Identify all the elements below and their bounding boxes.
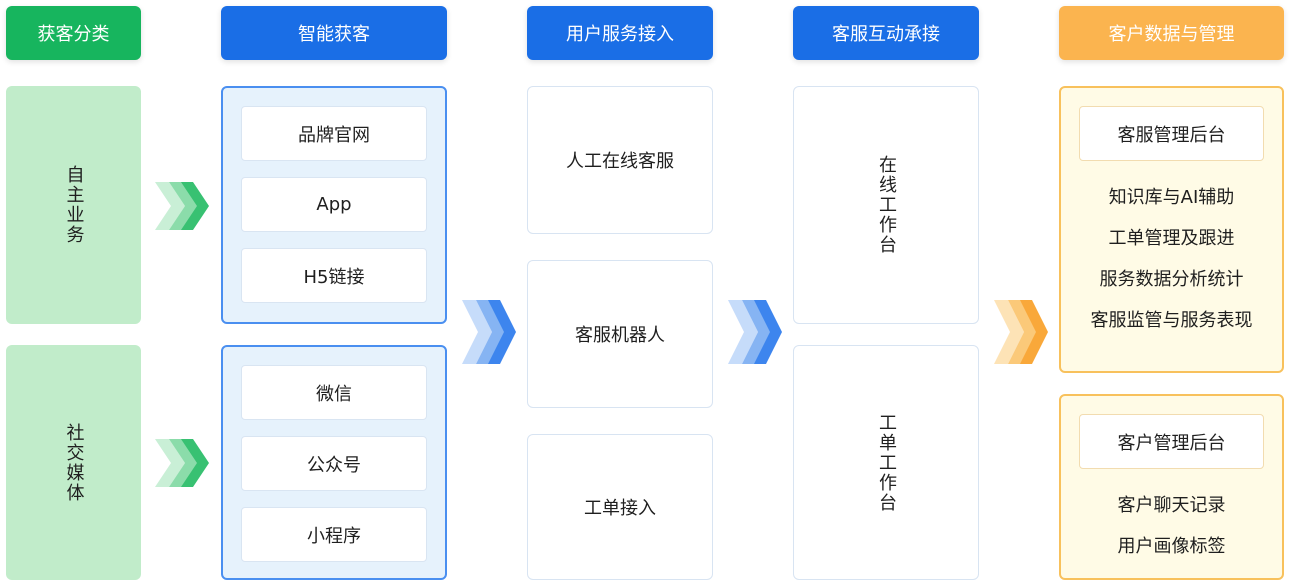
acquisition-item-official-account: 公众号 bbox=[241, 436, 427, 491]
access-card-human-agent: 人工在线客服 bbox=[527, 86, 713, 234]
customer-admin-item-chat-log: 客户聊天记录 bbox=[1117, 495, 1226, 516]
service-admin-item-analytics: 服务数据分析统计 bbox=[1099, 269, 1244, 290]
workbench-online-label: 在线工作台 bbox=[876, 155, 897, 255]
customer-admin-item-profile-tags: 用户画像标签 bbox=[1117, 536, 1226, 557]
chevron-right-icon bbox=[155, 182, 209, 230]
header-smart-acquisition: 智能获客 bbox=[221, 6, 447, 60]
acquisition-item-app: App bbox=[241, 177, 427, 232]
acquisition-item-h5-link: H5链接 bbox=[241, 248, 427, 303]
category-social-media: 社交媒体 bbox=[6, 345, 141, 580]
customer-admin-title: 客户管理后台 bbox=[1079, 414, 1264, 469]
service-admin-item-ticket: 工单管理及跟进 bbox=[1108, 228, 1235, 249]
acquisition-item-brand-site: 品牌官网 bbox=[241, 106, 427, 161]
header-service-interaction: 客服互动承接 bbox=[793, 6, 979, 60]
service-admin-item-knowledge: 知识库与AI辅助 bbox=[1108, 187, 1235, 208]
header-acquisition-category: 获客分类 bbox=[6, 6, 141, 60]
service-admin-item-supervision: 客服监管与服务表现 bbox=[1090, 310, 1253, 331]
category-self-business-label: 自主业务 bbox=[63, 165, 85, 245]
workbench-online: 在线工作台 bbox=[793, 86, 979, 324]
chevron-right-icon bbox=[728, 300, 782, 364]
header-customer-data-management: 客户数据与管理 bbox=[1059, 6, 1284, 60]
category-social-media-label: 社交媒体 bbox=[63, 422, 85, 503]
chevron-right-icon bbox=[994, 300, 1048, 364]
acquisition-item-mini-program: 小程序 bbox=[241, 507, 427, 562]
chevron-right-icon bbox=[462, 300, 516, 364]
access-card-service-bot: 客服机器人 bbox=[527, 260, 713, 408]
chevron-right-icon bbox=[155, 439, 209, 487]
workbench-ticket-label: 工单工作台 bbox=[876, 412, 897, 513]
category-self-business: 自主业务 bbox=[6, 86, 141, 324]
access-card-ticket: 工单接入 bbox=[527, 434, 713, 580]
acquisition-item-wechat: 微信 bbox=[241, 365, 427, 420]
service-admin-title: 客服管理后台 bbox=[1079, 106, 1264, 161]
header-user-service-access: 用户服务接入 bbox=[527, 6, 713, 60]
workbench-ticket: 工单工作台 bbox=[793, 345, 979, 580]
